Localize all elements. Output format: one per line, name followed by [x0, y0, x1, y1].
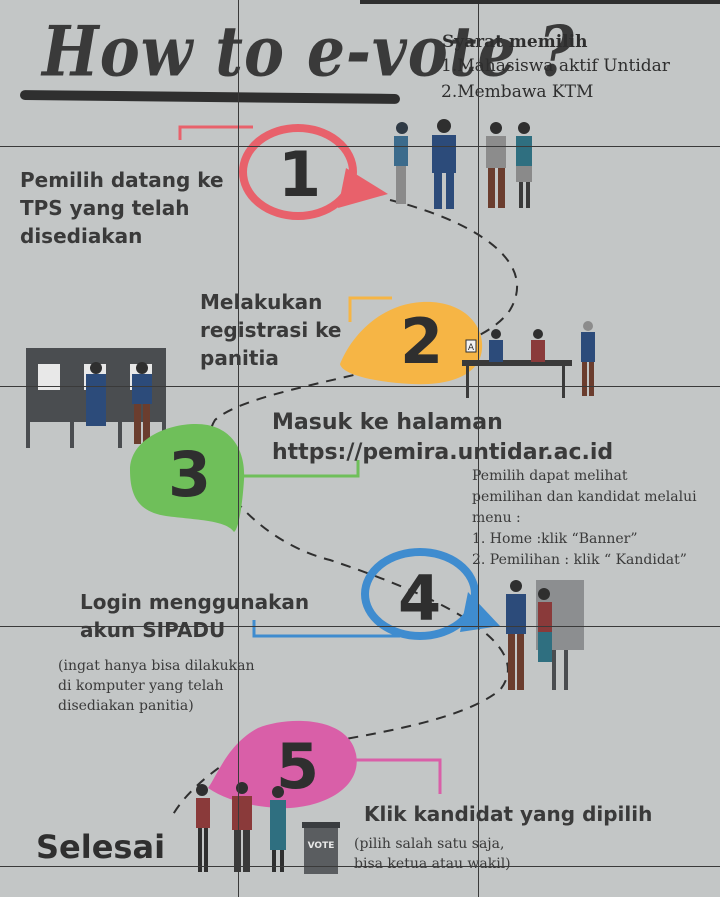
step-4-note: (ingat hanya bisa dilakukan di komputer … [58, 656, 254, 716]
step-1-line: disediakan [20, 224, 143, 248]
voters-ballot-illustration: VOTE [196, 782, 340, 874]
step-3-line: Masuk ke halaman [272, 410, 503, 435]
step-4-line: akun SIPADU [80, 618, 226, 642]
voting-booths-illustration [26, 348, 166, 448]
computer-kiosk-illustration [506, 580, 584, 690]
step-5-note: (pilih salah satu saja, bisa ketua atau … [354, 834, 511, 874]
step-5-text: Klik kandidat yang dipilih [364, 802, 653, 826]
step-1-line: Pemilih datang ke [20, 168, 224, 192]
step-3-url: https://pemira.untidar.ac.id [272, 440, 614, 465]
step-4-note-line: (ingat hanya bisa dilakukan [58, 658, 255, 674]
step-3-badge [130, 424, 360, 532]
step-5-note-line: (pilih salah satu saja, [354, 836, 505, 852]
step-2-text: Melakukan registrasi ke panitia [200, 288, 341, 372]
step-4-line: Login menggunakan [80, 590, 310, 614]
grid-line [0, 866, 720, 867]
requirement-item: 1.Mahasiswa aktif Untidar [441, 56, 670, 76]
step-1-line: TPS yang telah [20, 196, 190, 220]
registration-desk-illustration: A [462, 321, 595, 398]
step-4-note-line: disediakan panitia) [58, 698, 194, 714]
step-3-note-line: Pemilih dapat melihat [472, 468, 628, 484]
step-1-number: 1 [278, 138, 322, 211]
step-3-note-line: 1. Home :klik “Banner” [472, 531, 638, 547]
grid-line [478, 0, 479, 897]
grid-line [238, 0, 239, 897]
requirement-item: 2.Membawa KTM [441, 82, 594, 102]
step-3-number: 3 [168, 438, 212, 511]
ballot-box-label: VOTE [308, 841, 335, 851]
step-3-note-line: pemilihan dan kandidat melalui [472, 489, 697, 505]
step-2-line: registrasi ke [200, 318, 342, 342]
step-4-number: 4 [398, 562, 442, 635]
step-3-note-line: menu : [472, 510, 521, 526]
booth-sign: A [468, 343, 475, 353]
people-group-illustration [394, 119, 532, 209]
step-1-badge [178, 124, 388, 220]
step-2-badge [340, 296, 483, 385]
step-2-line: panitia [200, 346, 279, 370]
top-edge-bar [360, 0, 720, 4]
step-4-note-line: di komputer yang telah [58, 678, 224, 694]
step-2-line: Melakukan [200, 290, 323, 314]
step-1-text: Pemilih datang ke TPS yang telah disedia… [20, 166, 224, 250]
step-3-note-line: 2. Pemilihan : klik “ Kandidat” [472, 552, 687, 568]
grid-line [0, 626, 720, 627]
step-3-text: Masuk ke halaman https://pemira.untidar.… [272, 408, 613, 468]
finish-label: Selesai [36, 828, 166, 866]
step-4-text: Login menggunakan akun SIPADU [80, 588, 309, 644]
step-5-note-line: bisa ketua atau wakil) [354, 856, 511, 872]
grid-line [0, 386, 720, 387]
grid-line [0, 146, 720, 147]
step-2-number: 2 [400, 305, 444, 378]
page-title: How to e-vote ? [42, 12, 575, 93]
step-4-badge [252, 548, 500, 640]
step-3-note: Pemilih dapat melihat pemilihan dan kand… [472, 466, 697, 571]
